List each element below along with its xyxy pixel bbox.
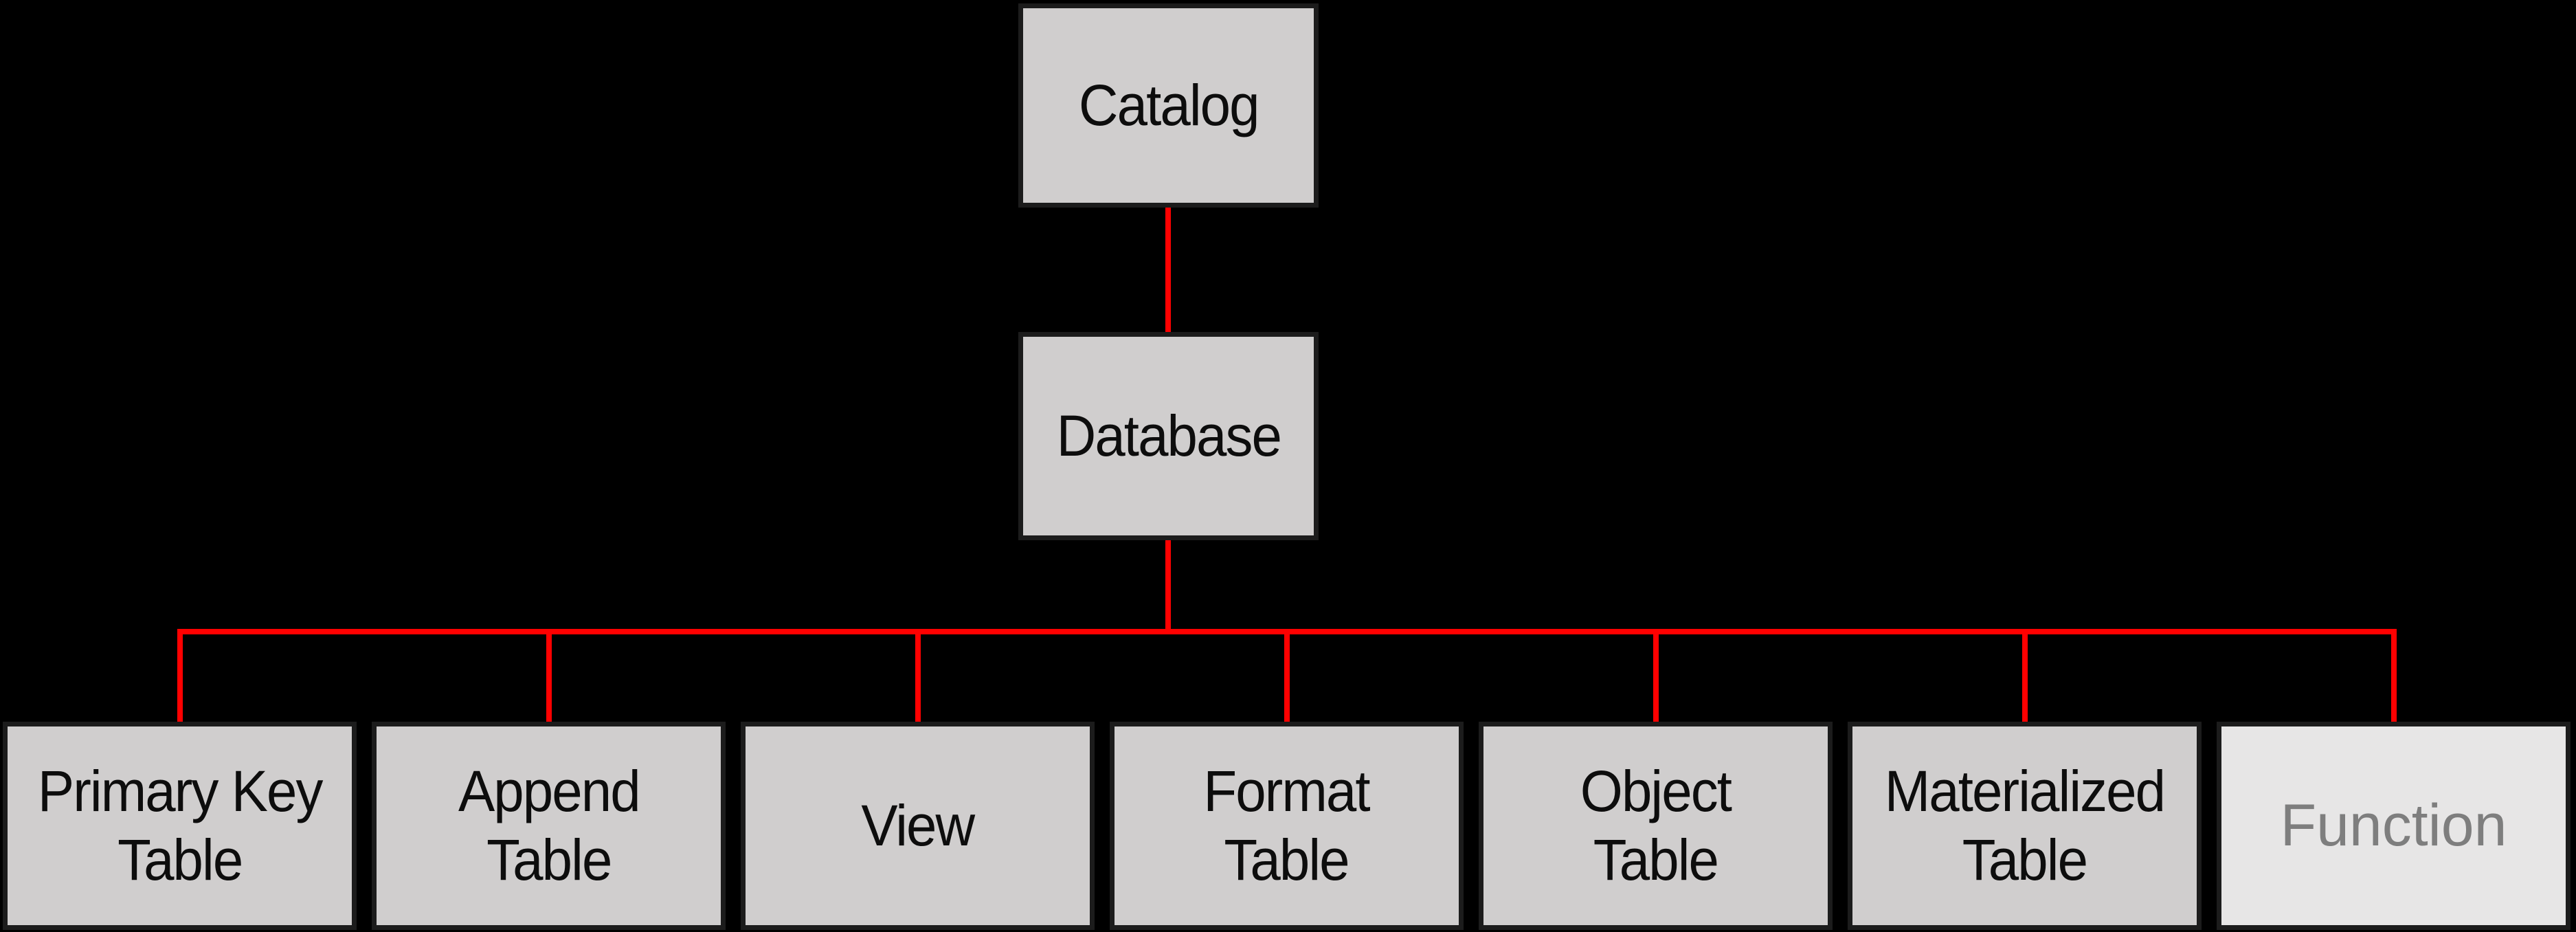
node-function-label: Function xyxy=(2280,792,2507,858)
node-primary-key-table: Primary Key Table xyxy=(3,722,357,930)
node-catalog-label: Catalog xyxy=(1078,72,1260,137)
node-database-label: Database xyxy=(1056,403,1281,468)
node-format-table-label: Format Table xyxy=(1203,759,1371,892)
node-catalog: Catalog xyxy=(1018,3,1319,208)
connector-drop-append-table xyxy=(546,634,552,722)
node-view-label: View xyxy=(861,792,976,858)
connector-drop-function xyxy=(2391,634,2397,722)
node-object-table: Object Table xyxy=(1479,722,1833,930)
connector-catalog-database xyxy=(1165,208,1171,332)
node-append-table: Append Table xyxy=(372,722,726,930)
node-database: Database xyxy=(1018,332,1319,540)
node-format-table: Format Table xyxy=(1110,722,1464,930)
connector-bus-line xyxy=(177,629,2397,634)
node-materialized-table-label: Materialized Table xyxy=(1884,759,2166,892)
node-object-table-label: Object Table xyxy=(1580,759,1732,892)
node-materialized-table: Materialized Table xyxy=(1848,722,2202,930)
node-view: View xyxy=(741,722,1095,930)
connector-drop-materialized-table xyxy=(2022,634,2028,722)
connector-database-bus xyxy=(1165,540,1171,629)
node-function: Function xyxy=(2217,722,2571,930)
node-primary-key-table-label: Primary Key Table xyxy=(37,759,324,892)
connector-drop-format-table xyxy=(1284,634,1290,722)
connector-drop-primary-key-table xyxy=(177,634,183,722)
connector-drop-object-table xyxy=(1653,634,1659,722)
connector-drop-view xyxy=(915,634,921,722)
node-append-table-label: Append Table xyxy=(458,759,641,892)
